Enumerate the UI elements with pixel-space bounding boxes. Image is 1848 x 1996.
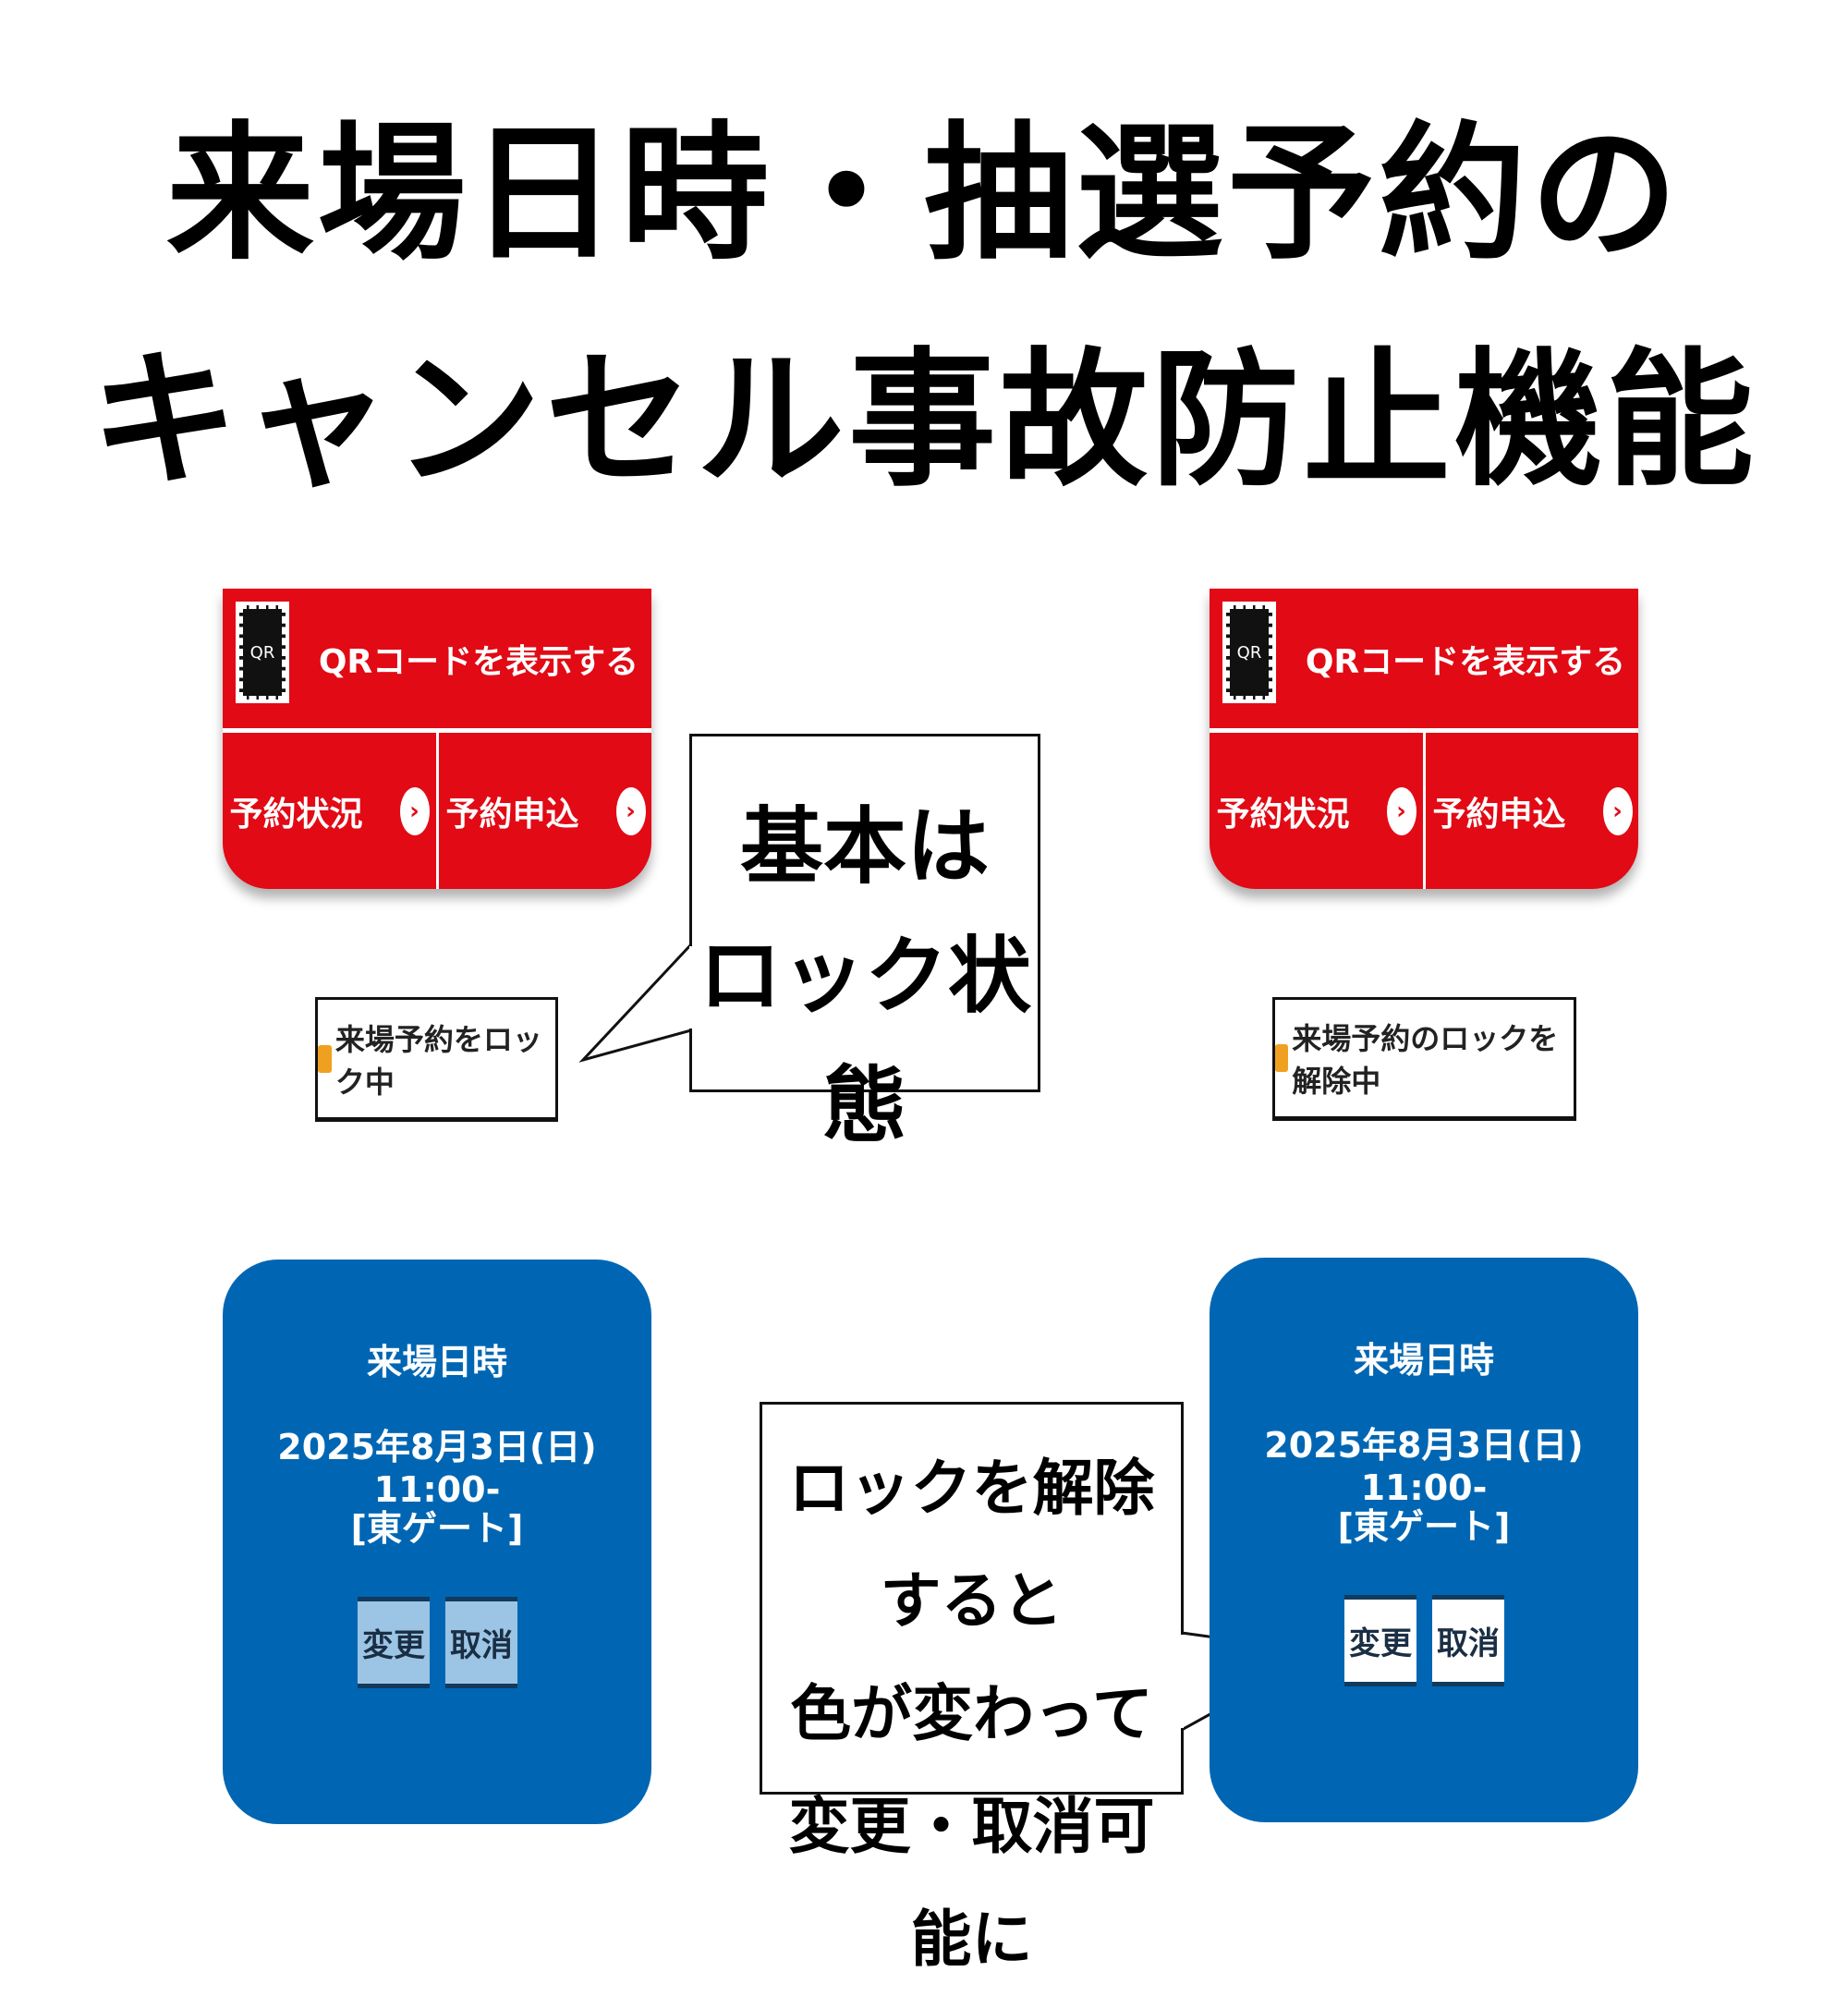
visit-heading: 来場日時 — [1353, 1340, 1494, 1381]
lock-status-label: 来場予約のロックを解除中 — [1292, 1021, 1559, 1099]
reservation-apply-button[interactable]: 予約申込 › — [439, 733, 651, 889]
lock-status-label: 来場予約をロック中 — [334, 1021, 542, 1100]
unlock-icon — [1275, 1044, 1289, 1072]
visit-heading: 来場日時 — [366, 1342, 507, 1382]
divider — [1210, 728, 1638, 733]
menu-panel-locked: QR QRコードを表示する 予約状況 › 予約申込 › — [223, 589, 651, 889]
callout-locked-note: 基本は ロック状態 — [689, 734, 1040, 1154]
menu-panel-unlocked: QR QRコードを表示する 予約状況 › 予約申込 › — [1210, 589, 1638, 889]
reservation-status-button[interactable]: 予約状況 › — [223, 733, 436, 889]
callout-text: 基本は — [740, 798, 990, 895]
change-button-disabled[interactable]: 変更 — [358, 1597, 430, 1688]
show-qr-label: QRコードを表示する — [1305, 643, 1626, 681]
reservation-apply-label: 予約申込 — [1432, 795, 1566, 834]
reservation-apply-button[interactable]: 予約申込 › — [1426, 733, 1638, 889]
visit-datetime: 2025年8月3日(日) 11:00- — [1264, 1425, 1584, 1508]
title-line-1: 来場日時・抽選予約の — [165, 107, 1682, 280]
callout-text: ロック状態 — [699, 928, 1031, 1154]
chevron-right-icon: › — [1602, 786, 1633, 835]
cancel-button[interactable]: 取消 — [1432, 1595, 1504, 1686]
chevron-right-icon: › — [1386, 786, 1416, 835]
show-qr-button[interactable]: QR QRコードを表示する — [223, 589, 651, 728]
lock-icon — [318, 1044, 332, 1073]
reservation-status-button[interactable]: 予約状況 › — [1210, 733, 1423, 889]
callout-text: ロックを解除すると — [788, 1453, 1155, 1637]
visit-datetime: 2025年8月3日(日) 11:00- — [277, 1427, 597, 1510]
qr-icon-text: QR — [239, 605, 286, 700]
callout-tail-mask — [0, 0, 1848, 1848]
title-line-2: キャンセル事故防止機能 — [90, 334, 1757, 506]
visit-gate: [東ゲート] — [1337, 1506, 1511, 1547]
change-button[interactable]: 変更 — [1344, 1595, 1416, 1686]
divider — [223, 728, 651, 733]
visit-datetime-card-locked: 来場日時 2025年8月3日(日) 11:00- [東ゲート] 変更 取消 — [223, 1260, 651, 1824]
reservation-status-label: 予約状況 — [1216, 795, 1350, 834]
lock-toggle-locked[interactable]: 来場予約をロック中 — [315, 997, 558, 1122]
chevron-right-icon: › — [399, 786, 430, 835]
divider — [436, 733, 439, 889]
lock-toggle-unlocked[interactable]: 来場予約のロックを解除中 — [1272, 997, 1576, 1121]
reservation-status-label: 予約状況 — [229, 795, 363, 834]
visit-gate: [東ゲート] — [350, 1508, 524, 1549]
callout-tail-mask-2 — [0, 0, 1848, 1848]
visit-datetime-card-unlocked: 来場日時 2025年8月3日(日) 11:00- [東ゲート] 変更 取消 — [1210, 1258, 1638, 1822]
cancel-button-disabled[interactable]: 取消 — [445, 1597, 517, 1688]
chevron-right-icon: › — [615, 786, 646, 835]
qr-icon-text: QR — [1226, 605, 1272, 700]
reservation-apply-label: 予約申込 — [445, 795, 579, 834]
divider — [1423, 733, 1426, 889]
qr-code-icon: QR — [236, 602, 289, 703]
show-qr-button[interactable]: QR QRコードを表示する — [1210, 589, 1638, 728]
show-qr-label: QRコードを表示する — [318, 643, 639, 681]
callout-text: 色が変わって — [790, 1678, 1153, 1749]
qr-code-icon: QR — [1222, 602, 1276, 703]
